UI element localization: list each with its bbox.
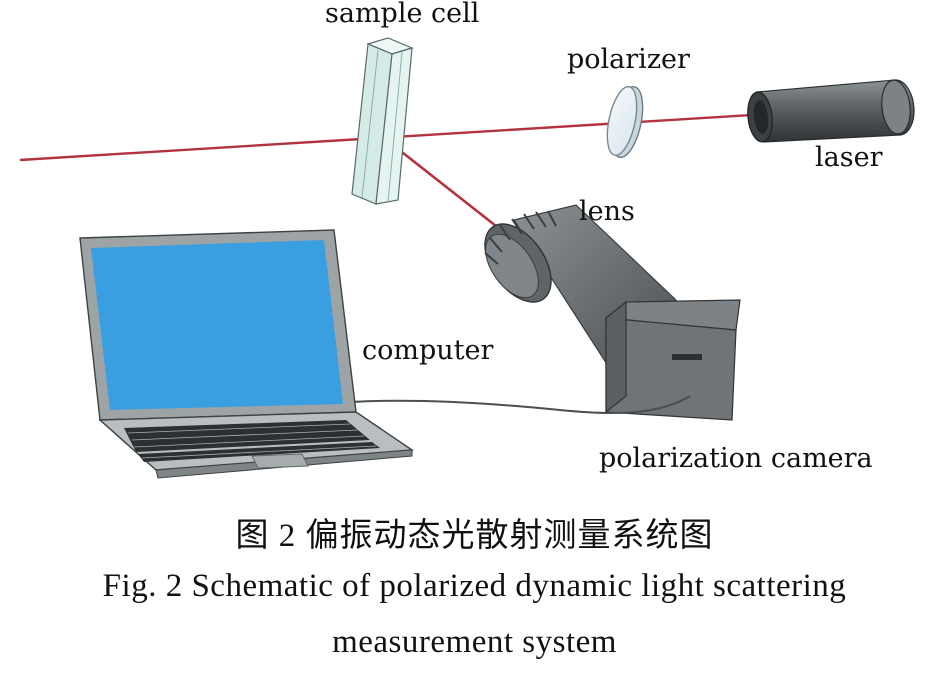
laser-device [747, 79, 915, 143]
caption-english-line1: Fig. 2 Schematic of polarized dynamic li… [102, 568, 847, 604]
setup-diagram: sample cell polarizer laser lens compute… [19, 0, 915, 479]
label-laser: laser [815, 142, 883, 173]
caption-english-line2: measurement system [332, 624, 617, 660]
laptop-screen [91, 240, 343, 410]
polarizer [606, 85, 644, 159]
laptop-computer [79, 229, 415, 479]
label-lens: lens [579, 196, 635, 227]
label-computer: computer [362, 335, 493, 366]
label-polarizer: polarizer [567, 44, 690, 75]
usb-cable [351, 395, 691, 415]
polarization-camera-device [604, 299, 741, 421]
caption-chinese: 图 2 偏振动态光散射测量系统图 [235, 518, 714, 554]
label-sample-cell: sample cell [325, 0, 479, 29]
label-polarization-camera: polarization camera [599, 443, 873, 474]
touchpad [251, 453, 309, 469]
sample-cell [351, 37, 414, 205]
